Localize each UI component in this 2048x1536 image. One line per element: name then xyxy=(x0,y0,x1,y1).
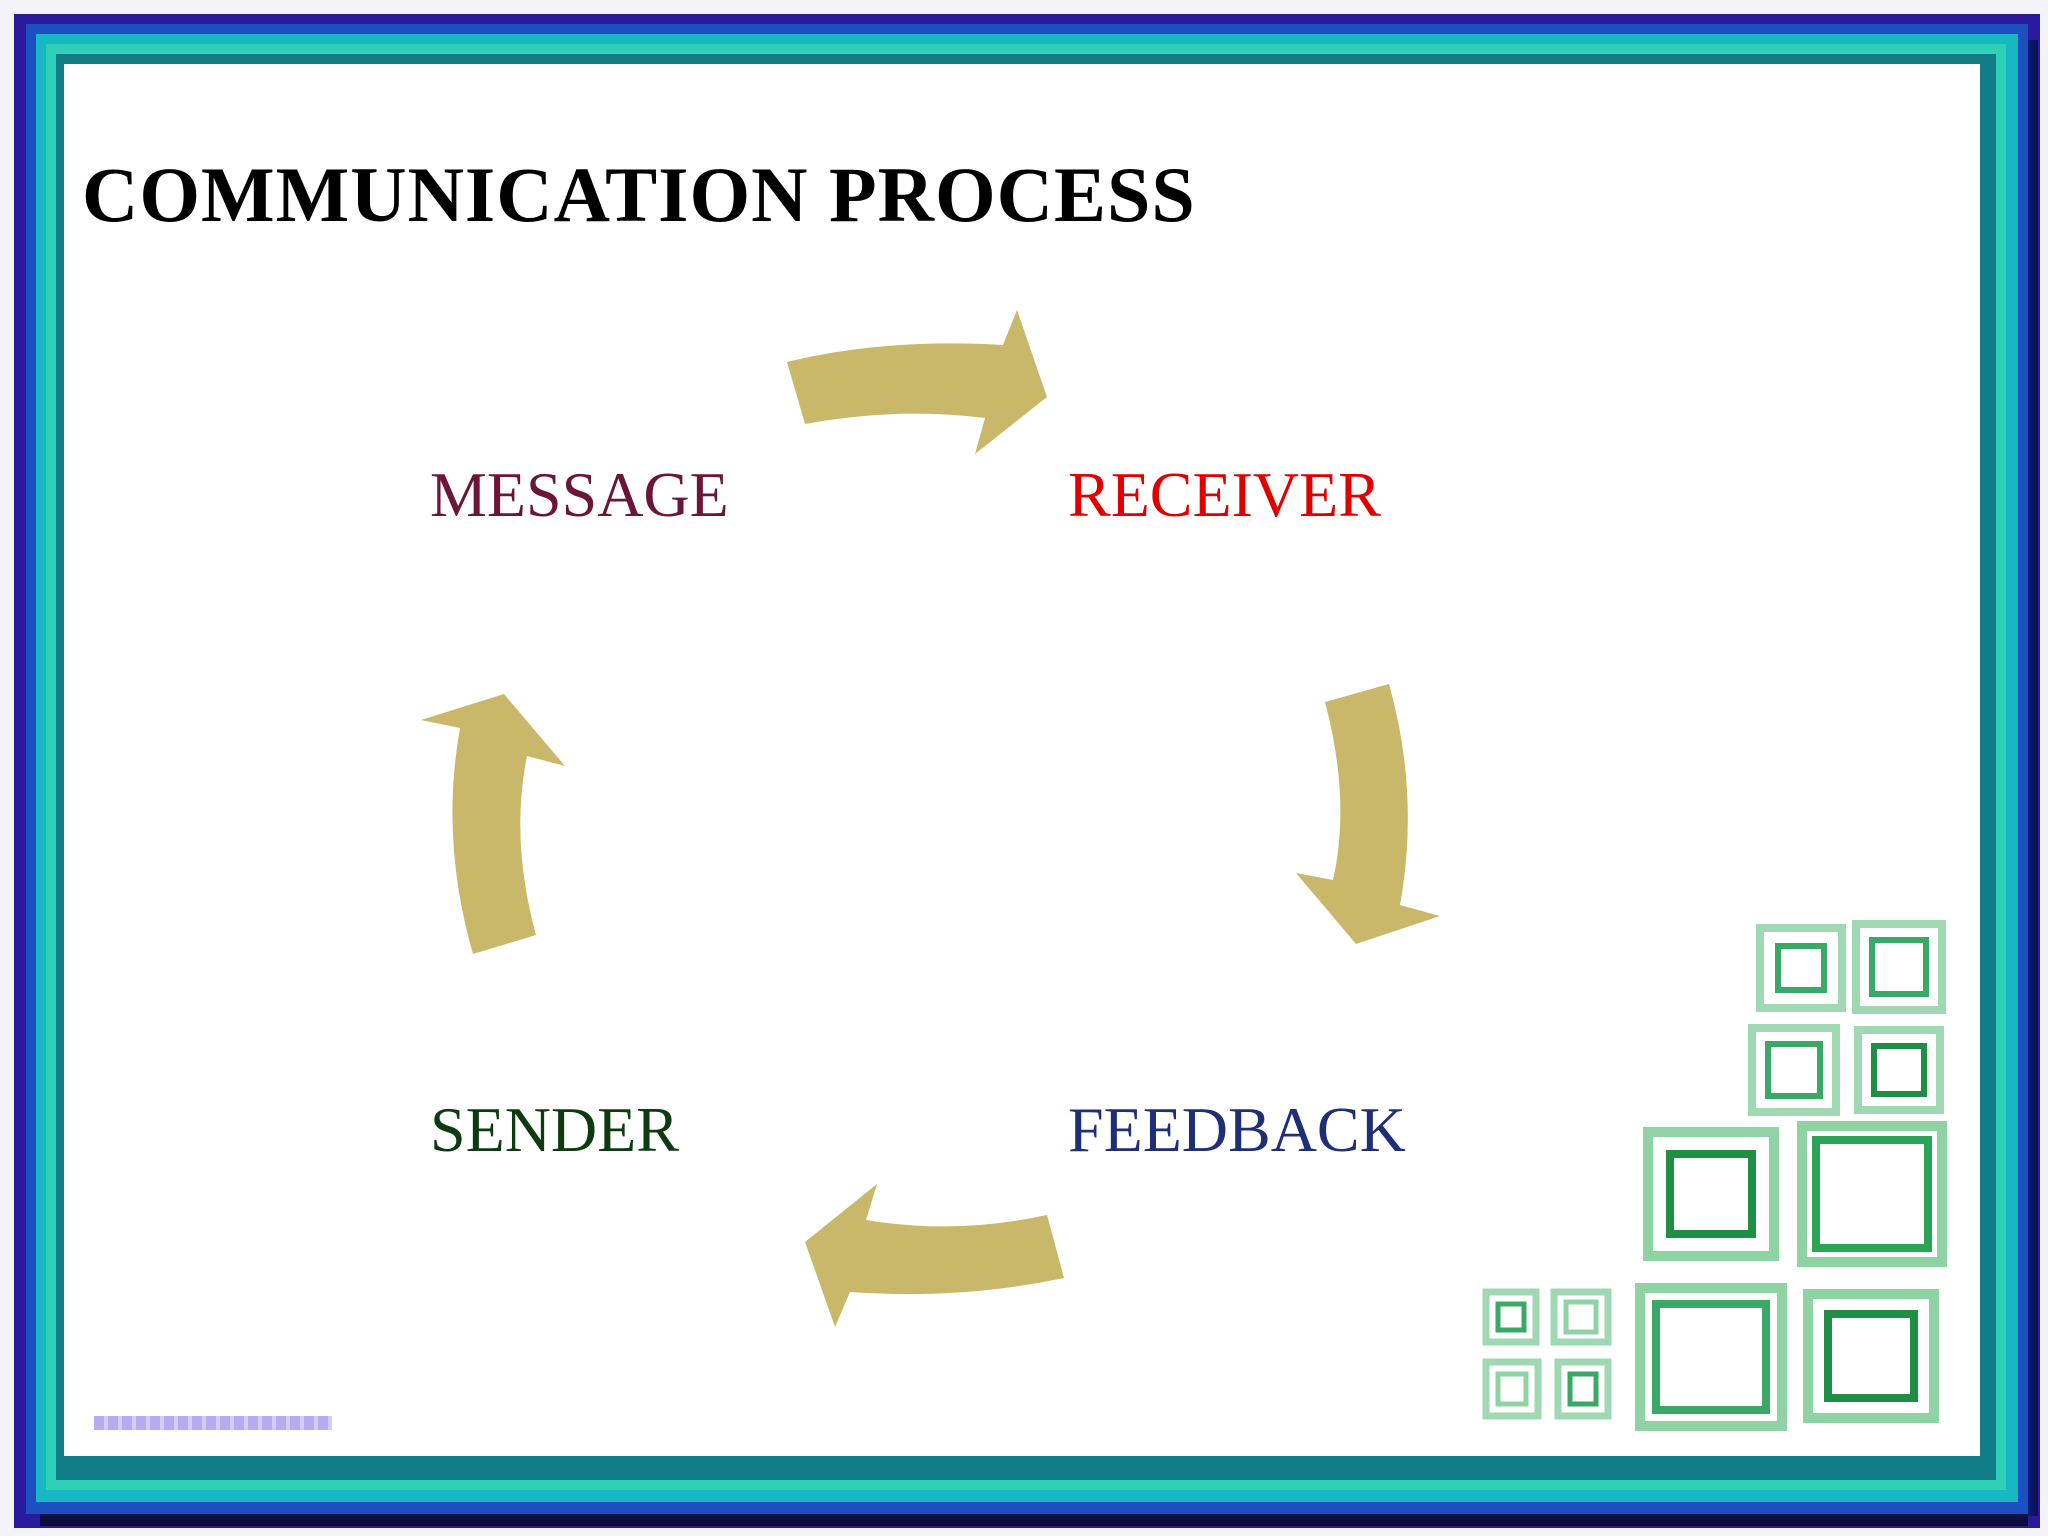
node-feedback: FEEDBACK xyxy=(1068,1094,1406,1165)
deco-square xyxy=(1550,1288,1612,1346)
deco-square xyxy=(1482,1358,1542,1420)
node-sender: SENDER xyxy=(430,1094,679,1165)
arrow-sender-to-message xyxy=(421,694,565,954)
deco-square xyxy=(1554,1358,1612,1420)
deco-square xyxy=(1482,1288,1540,1346)
deco-square xyxy=(1852,920,1946,1014)
deco-square xyxy=(1643,1127,1779,1261)
arrow-feedback-to-sender xyxy=(805,1184,1064,1327)
slide-title: COMMUNICATION PROCESS xyxy=(82,151,1196,238)
deco-square xyxy=(1797,1121,1947,1267)
arrow-receiver-to-feedback xyxy=(1296,684,1440,944)
deco-square xyxy=(1803,1289,1939,1423)
deco-square xyxy=(1854,1026,1944,1114)
watermark xyxy=(94,1416,332,1430)
node-message: MESSAGE xyxy=(430,459,729,530)
deco-square xyxy=(1635,1283,1787,1431)
deco-square xyxy=(1756,924,1846,1012)
node-receiver: RECEIVER xyxy=(1068,459,1381,530)
arrow-message-to-receiver xyxy=(787,310,1047,454)
deco-square xyxy=(1748,1024,1840,1116)
